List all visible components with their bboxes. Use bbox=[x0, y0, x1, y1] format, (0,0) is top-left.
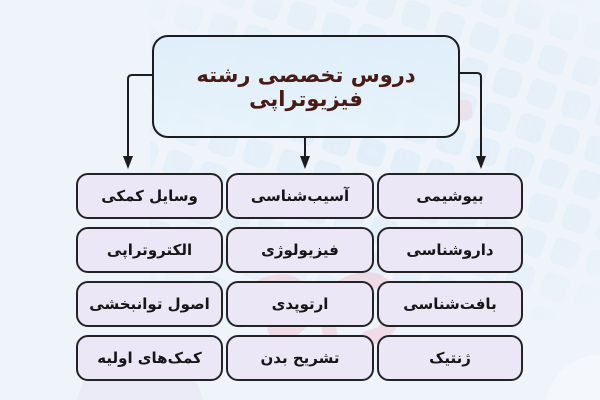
course-node-assistive-devices: وسایل کمکی bbox=[76, 173, 223, 219]
connector-left-branch bbox=[127, 74, 152, 158]
course-node-pharmacology: داروشناسی bbox=[377, 227, 523, 273]
course-node-histology: بافت‌شناسی bbox=[377, 281, 523, 327]
arrowhead bbox=[123, 156, 133, 169]
course-node-rehab-principles: اصول توانبخشی bbox=[76, 281, 223, 327]
course-node-electrotherapy: الکتروتراپی bbox=[76, 227, 223, 273]
course-node-biochemistry: بیوشیمی bbox=[377, 173, 523, 219]
course-node-physiology: فیزیولوژی bbox=[226, 227, 374, 273]
connector-right-branch bbox=[460, 72, 482, 158]
course-node-anatomy: تشریح بدن bbox=[226, 335, 374, 381]
course-node-pathology: آسیب‌شناسی bbox=[226, 173, 374, 219]
course-node-genetics: ژنتیک bbox=[377, 335, 523, 381]
course-node-first-aid: کمک‌های اولیه bbox=[76, 335, 223, 381]
root-node-title: دروس تخصصی رشته فیزیوتراپی bbox=[152, 35, 460, 138]
corner-blob bbox=[545, 355, 600, 400]
course-node-orthopedics: ارتوپدی bbox=[226, 281, 374, 327]
arrowhead bbox=[300, 156, 310, 169]
arrowhead bbox=[476, 156, 486, 169]
